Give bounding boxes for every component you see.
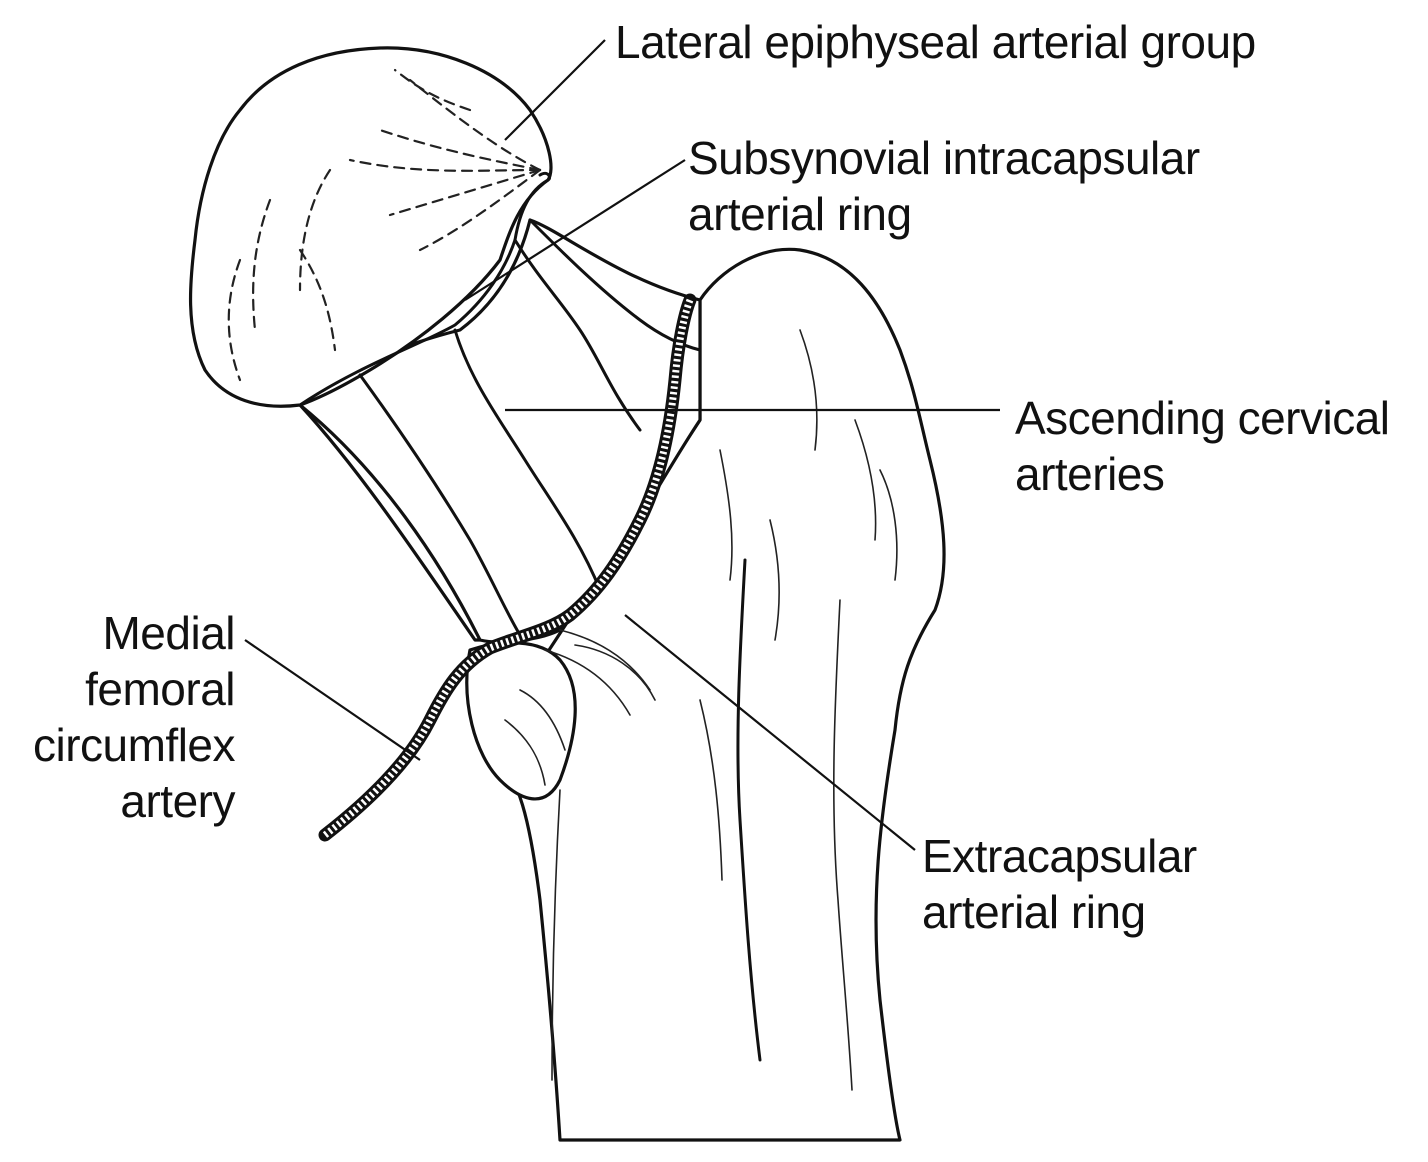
label-ascending-line2: arteries — [1015, 446, 1390, 502]
label-medial-line3: circumflex — [10, 717, 235, 773]
label-medial-line4: artery — [10, 773, 235, 829]
label-subsynovial-line1: Subsynovial intracapsular — [688, 130, 1200, 186]
label-medial-line1: Medial — [10, 605, 235, 661]
label-lateral-epiphyseal: Lateral epiphyseal arterial group — [615, 14, 1256, 70]
label-lateral-epiphyseal-text: Lateral epiphyseal arterial group — [615, 14, 1256, 70]
label-medial-line2: femoral — [10, 661, 235, 717]
label-ascending-line1: Ascending cervical — [1015, 390, 1390, 446]
leader-medial — [245, 640, 420, 760]
label-extracapsular-line1: Extracapsular — [922, 828, 1197, 884]
label-subsynovial: Subsynovial intracapsular arterial ring — [688, 130, 1200, 242]
label-ascending-cervical: Ascending cervical arteries — [1015, 390, 1390, 502]
leader-lateral-epiphyseal — [505, 40, 605, 140]
label-extracapsular: Extracapsular arterial ring — [922, 828, 1197, 940]
label-extracapsular-line2: arterial ring — [922, 884, 1197, 940]
label-medial-circumflex: Medial femoral circumflex artery — [10, 605, 235, 829]
label-subsynovial-line2: arterial ring — [688, 186, 1200, 242]
lesser-trochanter — [467, 643, 575, 799]
